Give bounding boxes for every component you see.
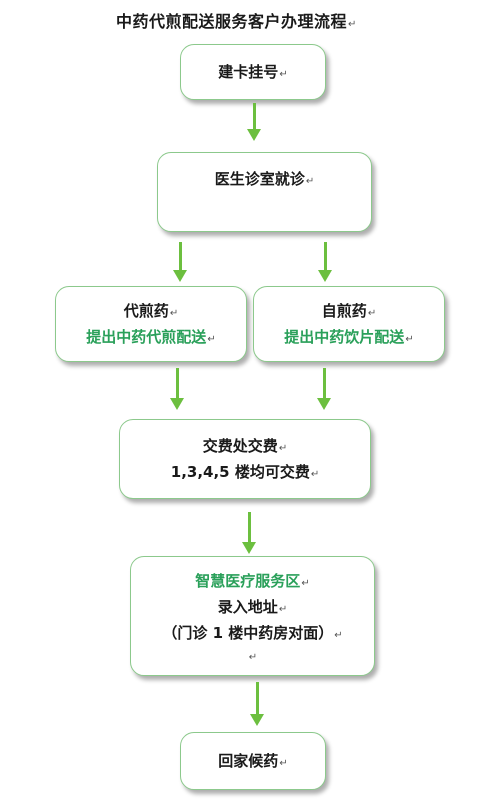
step-payment-label: 交费处交费↵ xyxy=(202,436,288,455)
step-payment-detail: 1,3,4,5 楼均可交费↵ xyxy=(170,463,320,481)
step-service-area-empty-line: ↵ xyxy=(248,652,258,664)
step-payment-box: 交费处交费↵ 1,3,4,5 楼均可交费↵ xyxy=(119,419,371,499)
title-text: 中药代煎配送服务客户办理流程 xyxy=(116,12,348,31)
step-home-label: 回家候药↵ xyxy=(218,751,288,770)
step-service-area-action: 录入地址↵ xyxy=(217,597,288,616)
step-decoct-service-box: 代煎药↵ 提出中药代煎配送↵ xyxy=(55,286,247,362)
step-self-decoct-box: 自煎药↵ 提出中药饮片配送↵ xyxy=(253,286,445,362)
return-mark: ↵ xyxy=(348,19,357,30)
arrow-down-icon xyxy=(247,103,261,141)
step-decoct-service-detail: 提出中药代煎配送↵ xyxy=(86,328,216,346)
step-service-area-location: （门诊 1 楼中药房对面）↵ xyxy=(162,624,343,643)
step-service-area-label: 智慧医疗服务区↵ xyxy=(195,571,310,590)
arrow-down-icon xyxy=(173,242,187,282)
step-decoct-service-label: 代煎药↵ xyxy=(123,301,179,320)
step-service-area-box: 智慧医疗服务区↵ 录入地址↵ （门诊 1 楼中药房对面）↵ ↵ xyxy=(130,556,375,676)
arrow-down-icon xyxy=(250,682,264,726)
page-title: 中药代煎配送服务客户办理流程↵ xyxy=(116,8,357,32)
arrow-down-icon xyxy=(318,242,332,282)
step-consult-box: 医生诊室就诊↵ xyxy=(157,152,372,232)
step-register-box: 建卡挂号↵ xyxy=(180,44,326,100)
arrow-down-icon xyxy=(317,368,331,410)
step-self-decoct-label: 自煎药↵ xyxy=(321,301,377,320)
step-home-box: 回家候药↵ xyxy=(180,732,326,790)
arrow-down-icon xyxy=(170,368,184,410)
arrow-down-icon xyxy=(242,512,256,554)
step-consult-label: 医生诊室就诊↵ xyxy=(214,169,315,188)
step-self-decoct-detail: 提出中药饮片配送↵ xyxy=(284,328,414,346)
step-register-label: 建卡挂号↵ xyxy=(218,62,288,81)
